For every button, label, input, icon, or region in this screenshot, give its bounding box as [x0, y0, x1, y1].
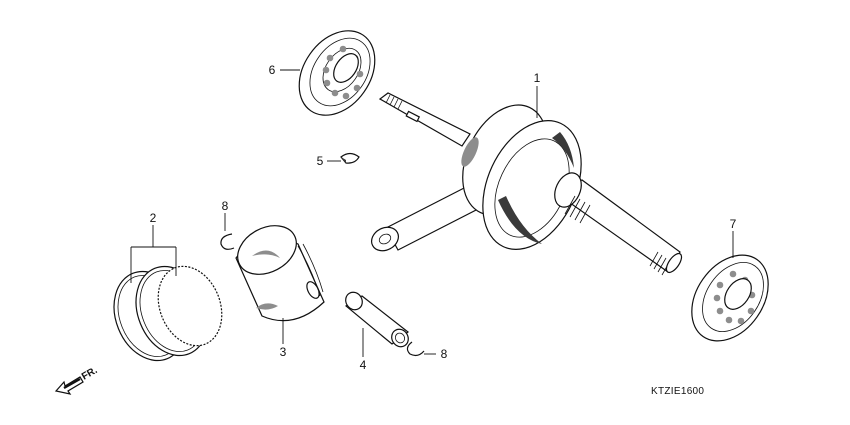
- callout-piston: 3: [280, 345, 287, 359]
- pin-clip-upper[interactable]: [220, 233, 235, 250]
- front-direction-indicator: FR.: [54, 365, 100, 395]
- bearing-right[interactable]: [676, 241, 784, 356]
- leader-lines: [130, 69, 734, 357]
- callout-piston-pin: 4: [360, 358, 367, 372]
- callout-woodruff-key: 5: [317, 154, 324, 168]
- crankshaft[interactable]: [367, 91, 684, 276]
- callout-bearing-right: 7: [730, 217, 737, 231]
- piston[interactable]: [229, 216, 325, 322]
- callout-bearing-left: 6: [269, 63, 276, 77]
- pin-clip-lower[interactable]: [406, 341, 425, 357]
- callout-crankshaft: 1: [534, 71, 541, 85]
- callout-piston-rings: 2: [150, 211, 157, 225]
- callout-labels: 1 2 3 4 5 6 7 8 8: [150, 63, 737, 372]
- callout-pin-clip-upper: 8: [222, 199, 229, 213]
- piston-rings[interactable]: [101, 256, 233, 372]
- piston-pin[interactable]: [342, 289, 411, 350]
- diagram-code: KTZIE1600: [651, 386, 704, 397]
- front-label: FR.: [80, 365, 100, 383]
- bearing-left[interactable]: [284, 16, 391, 129]
- woodruff-key[interactable]: [340, 152, 360, 164]
- callout-pin-clip-lower: 8: [441, 347, 448, 361]
